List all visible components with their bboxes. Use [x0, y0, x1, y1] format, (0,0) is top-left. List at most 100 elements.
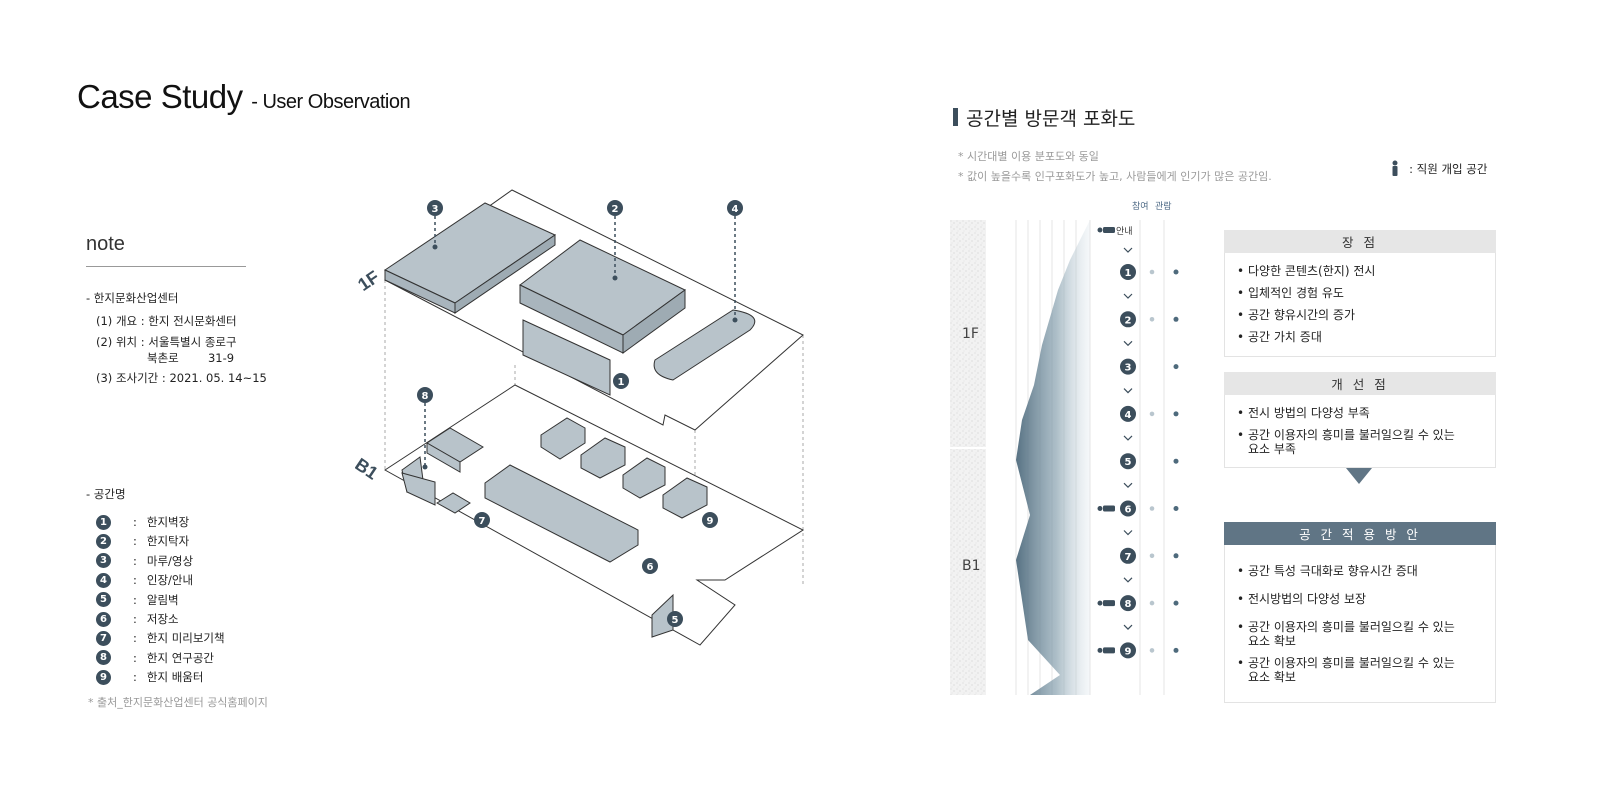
row-marker-5 — [1120, 453, 1136, 470]
floor-b1-blocks — [401, 417, 708, 638]
diagram-marker-5: 5 — [667, 611, 683, 627]
legend-number: 5 — [96, 592, 111, 608]
legend-colon: : — [133, 553, 137, 568]
proposal-item: 공간 이용자의 흥미를 불러일으킬 수 있는 — [1237, 656, 1455, 670]
legend-colon: : — [133, 612, 137, 626]
pros-box — [1224, 253, 1496, 357]
legend-item-8: 8: 한지 연구공간 — [96, 650, 214, 666]
note-center: - 한지문화산업센터 — [86, 291, 179, 305]
legend-item-6: 6:저장소 — [96, 611, 179, 627]
pros-item: 공간 향유시간의 증가 — [1237, 308, 1355, 322]
row-marker-8 — [1120, 595, 1136, 612]
improvements-heading: 개 선 점 — [1224, 372, 1496, 395]
view-dot — [1173, 506, 1179, 511]
participate-dot — [1149, 600, 1155, 606]
diagram-marker-1: 1 — [613, 373, 629, 389]
isometric-floor-diagram: 1F B1 1 2 3 4 5 6 7 8 9 — [355, 189, 805, 646]
chevron-down-icon — [1123, 624, 1133, 630]
svg-text:3: 3 — [432, 204, 439, 215]
note-location-2: 북촌로 31-9 — [147, 351, 235, 365]
legend-number: 9 — [96, 669, 111, 685]
proposal-item: 전시방법의 다양성 보장 — [1237, 592, 1366, 606]
row-marker-label: 3 — [1125, 363, 1132, 374]
svg-text:4: 4 — [732, 204, 739, 215]
saturation-title: 공간별 방문객 포화도 — [966, 108, 1136, 130]
legend-item-2: 2:한지탁자 — [96, 533, 189, 549]
view-dot — [1173, 600, 1179, 606]
guide-label: 안내 — [1116, 226, 1133, 237]
staff-icon-row-6 — [1097, 505, 1115, 512]
proposal-heading: 공 간 적 용 방 안 — [1224, 522, 1496, 545]
svg-text:6: 6 — [647, 562, 654, 573]
note-divider — [86, 266, 246, 267]
diagram-marker-4: 4 — [727, 200, 743, 216]
row-marker-label: 4 — [1125, 410, 1132, 421]
pros-item: 공간 가치 증대 — [1237, 330, 1322, 344]
diagram-marker-6: 6 — [642, 558, 658, 574]
note-title: note — [86, 233, 125, 255]
legend-colon: : — [133, 650, 137, 665]
row-marker-label: 1 — [1125, 268, 1132, 279]
row-marker-7 — [1120, 547, 1136, 564]
view-dot — [1173, 458, 1179, 464]
legend-number: 8 — [96, 650, 111, 666]
title-subtitle: - User Observation — [251, 91, 411, 113]
svg-text:2: 2 — [612, 204, 619, 215]
legend-name: 한지 미리보기책 — [146, 631, 225, 646]
svg-text:8: 8 — [422, 391, 429, 402]
legend-name: 마루/영상 — [146, 553, 194, 568]
diagram-marker-7: 7 — [474, 512, 490, 528]
legend-colon: : — [133, 534, 137, 549]
legend-item-1: 1:한지벽장 — [96, 514, 189, 530]
legend-name: 인장/안내 — [146, 573, 194, 588]
floor-band — [950, 220, 986, 695]
svg-text:1: 1 — [618, 377, 625, 388]
legend-name: 알림벽 — [146, 592, 179, 607]
down-arrow-icon — [1346, 468, 1372, 484]
staff-legend-label: : 직원 개입 공간 — [1409, 162, 1488, 176]
row-marker-1 — [1120, 264, 1136, 280]
row-marker-2 — [1120, 311, 1136, 328]
row-marker-label: 8 — [1125, 599, 1132, 610]
legend-number: 6 — [96, 611, 111, 627]
legend-colon: : — [133, 631, 137, 646]
staff-icon-row-9 — [1097, 647, 1115, 654]
marker-leaders — [424, 216, 736, 467]
row-marker-label: 6 — [1125, 505, 1132, 516]
legend-colon: : — [133, 670, 137, 685]
legend-item-9: 9: 한지 배움터 — [96, 669, 203, 685]
participate-dot — [1149, 411, 1155, 417]
floor-1f-label: 1F — [355, 267, 383, 295]
legend-name: 한지 배움터 — [146, 670, 204, 685]
view-dot — [1173, 647, 1179, 653]
diagram-marker-2: 2 — [607, 200, 623, 216]
participate-dot — [1149, 269, 1155, 275]
svg-text:5: 5 — [672, 615, 679, 626]
floor-b1-label: B1 — [355, 454, 382, 483]
pros-item: 다양한 콘텐츠(한지) 전시 — [1237, 264, 1375, 278]
improvements-box — [1224, 395, 1496, 468]
saturation-note-1: * 시간대별 이용 분포도와 동일 — [958, 150, 1099, 163]
legend-number: 2 — [96, 533, 111, 549]
participate-dot — [1149, 553, 1155, 559]
row-marker-label: 9 — [1125, 646, 1132, 657]
row-marker-label: 7 — [1125, 552, 1132, 563]
page-title: Case Study - User Observation — [77, 78, 411, 116]
diagram-marker-8: 8 — [417, 387, 433, 403]
chart-floor-b1: B1 — [962, 558, 981, 574]
legend-colon: : — [133, 515, 137, 529]
participate-dot — [1149, 648, 1155, 653]
guide-staff-icon — [1097, 227, 1115, 233]
saturation-note-2: * 값이 높을수록 인구포화도가 높고, 사람들에게 인기가 많은 공간임. — [958, 170, 1272, 183]
view-dot — [1173, 316, 1179, 322]
chevron-down-icon — [1123, 577, 1133, 583]
chevron-down-icon — [1123, 293, 1133, 299]
proposal-item-cont: 요소 확보 — [1248, 670, 1296, 684]
floor-1f-blocks — [383, 202, 756, 396]
legend-item-3: 3:마루/영상 — [96, 553, 193, 569]
note-period: (3) 조사기간 : 2021. 05. 14~15 — [96, 371, 267, 385]
legend-name: 한지 연구공간 — [146, 650, 215, 665]
staff-legend: : 직원 개입 공간 — [1390, 160, 1487, 180]
marker-dots — [422, 244, 738, 470]
improvements-item-cont: 요소 부족 — [1248, 442, 1296, 456]
